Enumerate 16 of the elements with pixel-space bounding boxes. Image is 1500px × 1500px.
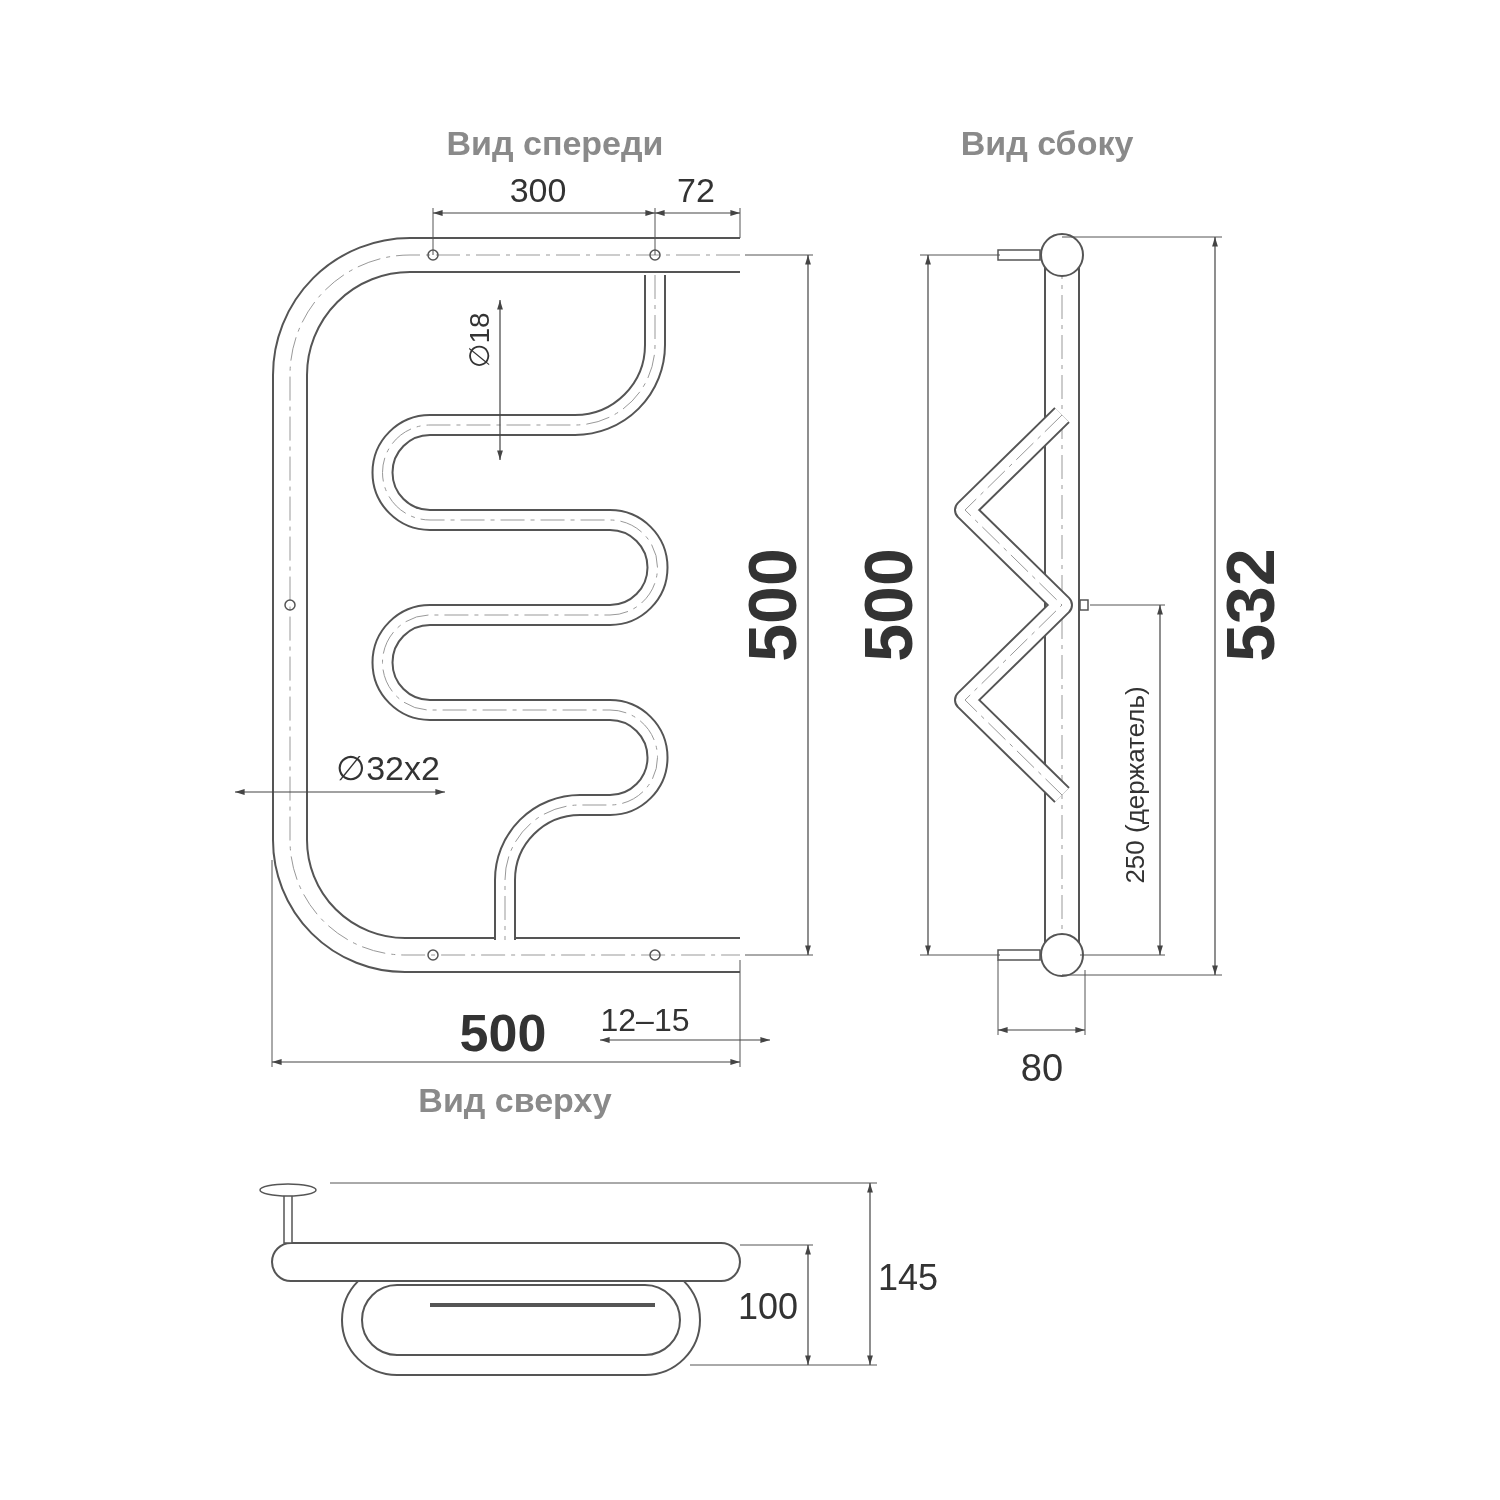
dimension-label: ∅32x2 [336, 751, 440, 785]
dimension-label: 500 [459, 1007, 547, 1059]
dimension-label: 80 [1020, 1049, 1064, 1087]
view-title: Вид сбоку [960, 126, 1134, 160]
view-title: Вид спереди [446, 126, 664, 160]
dimension-label: 300 [509, 173, 567, 207]
dimension-label: 250 (держатель) [1122, 686, 1148, 884]
dimension-label: 100 [737, 1289, 799, 1325]
dimension-label: 72 [677, 173, 715, 207]
dimension-label: 500 [854, 548, 922, 662]
dimension-label: 532 [1216, 548, 1284, 662]
dimension-label: 12–15 [600, 1004, 690, 1036]
view-title: Вид сверху [418, 1083, 612, 1117]
dimension-label: ∅18 [466, 312, 494, 368]
dimension-label: 145 [877, 1260, 939, 1296]
dimension-label: 500 [738, 548, 806, 662]
